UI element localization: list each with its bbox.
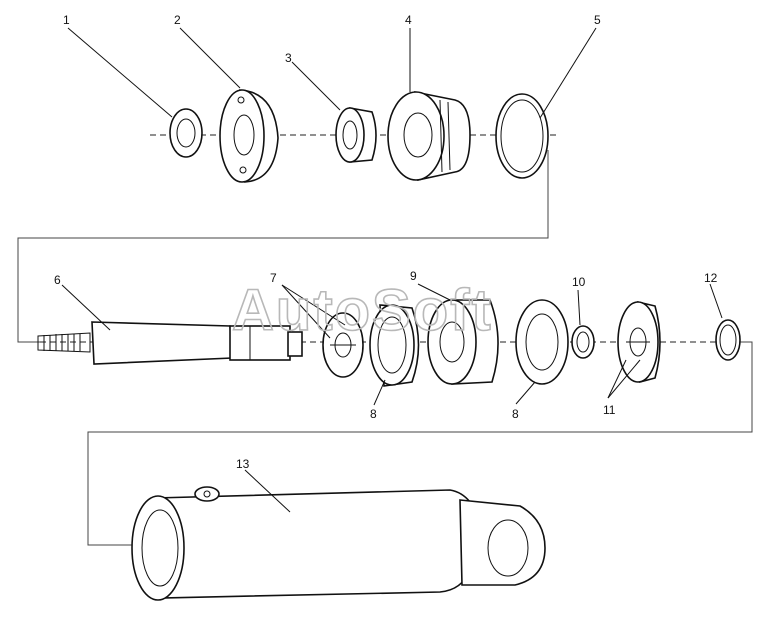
callout-4: 4 — [405, 13, 412, 27]
callout-2: 2 — [174, 13, 181, 27]
leader-lines — [61, 27, 723, 513]
callout-labels: 1 2 3 4 5 6 7 8 9 8 10 11 12 13 — [54, 13, 718, 471]
part-2-flange — [219, 89, 279, 183]
callout-7: 7 — [270, 271, 277, 285]
callout-5: 5 — [594, 13, 601, 27]
watermark-text: AutoSoft — [232, 278, 493, 343]
callout-8-right: 8 — [512, 407, 519, 421]
callout-3: 3 — [285, 51, 292, 65]
callout-11: 11 — [603, 403, 616, 417]
part-1-ring — [169, 108, 203, 158]
part-8-seal-right — [515, 299, 569, 385]
callout-10: 10 — [572, 275, 586, 289]
part-7-washer — [322, 312, 364, 378]
part-12-retaining-ring — [715, 319, 741, 361]
part-5-snap-ring — [495, 93, 549, 179]
part-8-seal-left — [369, 304, 420, 387]
part-9-piston — [427, 299, 499, 385]
callout-1: 1 — [63, 13, 70, 27]
part-3-bushing — [335, 107, 377, 163]
part-13-cylinder-body — [131, 486, 546, 601]
part-4-gland — [387, 91, 471, 181]
part-6-piston-rod — [37, 321, 303, 365]
part-11-slotted-nut — [617, 300, 661, 384]
part-10-o-ring — [571, 325, 595, 359]
callout-12: 12 — [704, 271, 718, 285]
callout-8-left: 8 — [370, 407, 377, 421]
callout-9: 9 — [410, 269, 417, 283]
callout-13: 13 — [236, 457, 250, 471]
callout-6: 6 — [54, 273, 61, 287]
